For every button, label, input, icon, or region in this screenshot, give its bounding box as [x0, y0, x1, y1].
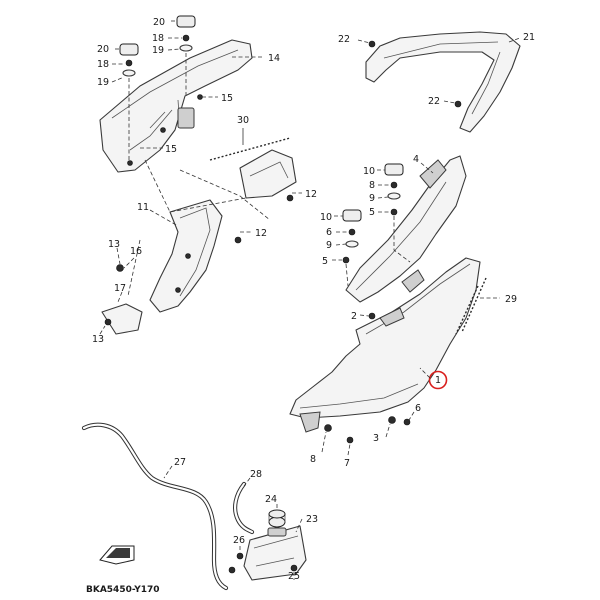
leader-9a — [377, 196, 389, 199]
fastener-26 — [236, 552, 244, 560]
callout-10: 10 — [363, 166, 375, 177]
callout-16: 16 — [130, 246, 142, 257]
callout-18: 18 — [152, 33, 164, 44]
leader-1 — [419, 367, 431, 379]
fastener-group-center — [342, 163, 404, 264]
callout-9-b: 9 — [326, 240, 332, 251]
callout-14: 14 — [268, 53, 280, 64]
part-30-wire-harness — [209, 128, 291, 161]
callout-18-b: 18 — [97, 59, 109, 70]
callout-1: 1 — [435, 375, 441, 386]
part-4-inner-cover — [345, 155, 467, 303]
part-1-side-cover — [289, 257, 481, 433]
leader-19b — [111, 76, 125, 83]
callout-2: 2 — [351, 311, 357, 322]
part-27-hose — [81, 422, 229, 591]
highlight-ring-part-1 — [428, 370, 448, 390]
leader-3 — [385, 423, 391, 438]
leader-stack-a — [393, 216, 411, 263]
leader-19a — [167, 48, 181, 51]
part-23-reservoir-tank — [243, 525, 307, 581]
leader-13b — [99, 325, 106, 335]
callout-17: 17 — [114, 283, 126, 294]
fastener-tank-left — [228, 566, 236, 574]
part-11-side-bracket — [149, 149, 297, 313]
callout-22: 22 — [338, 34, 350, 45]
callout-25: 25 — [288, 571, 300, 582]
callout-19: 19 — [152, 45, 164, 56]
callout-13-b: 13 — [92, 334, 104, 345]
callout-6: 6 — [415, 403, 421, 414]
callout-8-b: 8 — [310, 454, 316, 465]
leader-13a — [116, 247, 121, 265]
callout-22-b: 22 — [428, 96, 440, 107]
part-28-hose — [233, 481, 255, 535]
leader-8 — [321, 431, 327, 453]
callout-28: 28 — [250, 469, 262, 480]
callout-21: 21 — [523, 32, 535, 43]
callout-7: 7 — [344, 458, 350, 469]
callout-labels: 20 18 19 20 18 19 14 15 15 30 12 12 11 1… — [86, 17, 535, 595]
leader-22a — [357, 39, 371, 44]
leader-7 — [347, 443, 351, 456]
leader-2 — [359, 314, 370, 317]
part-29-trim-strip — [455, 277, 487, 335]
part-14-rear-frame — [99, 39, 253, 173]
callout-10-b: 10 — [320, 212, 332, 223]
drawing-code: BKA5450-Y170 — [86, 585, 160, 595]
callout-5: 5 — [369, 207, 375, 218]
fastener-group-left — [101, 194, 294, 335]
callout-9: 9 — [369, 193, 375, 204]
callout-11: 11 — [137, 202, 149, 213]
callout-5-b: 5 — [322, 256, 328, 267]
callout-23: 23 — [306, 514, 318, 525]
callout-30: 30 — [237, 115, 249, 126]
callout-8: 8 — [369, 180, 375, 191]
callout-3: 3 — [373, 433, 379, 444]
assembly-line-b — [127, 239, 141, 297]
leader-6 — [408, 411, 415, 421]
leader-4 — [420, 162, 434, 174]
fastener-25 — [290, 564, 298, 572]
callout-26: 26 — [233, 535, 245, 546]
leader-27 — [163, 465, 173, 479]
callout-27: 27 — [174, 457, 186, 468]
callout-6-b: 6 — [326, 227, 332, 238]
callout-24: 24 — [265, 494, 277, 505]
fastener-group-upper-left — [119, 15, 203, 166]
callout-15: 15 — [221, 93, 233, 104]
assembly-line-a — [179, 169, 271, 221]
callout-4: 4 — [413, 154, 419, 165]
front-direction-icon — [99, 545, 135, 565]
callout-12: 12 — [305, 189, 317, 200]
leader-16 — [123, 257, 135, 269]
callout-29: 29 — [505, 294, 517, 305]
leader-11 — [149, 209, 179, 227]
part-21-grab-bar — [365, 31, 521, 133]
callout-20-b: 20 — [97, 44, 109, 55]
callout-12-b: 12 — [255, 228, 267, 239]
leader-17 — [117, 291, 123, 303]
callout-15-b: 15 — [165, 144, 177, 155]
leader-23 — [295, 518, 303, 533]
leader-22b — [443, 100, 456, 104]
leader-28 — [243, 477, 251, 487]
leader-9b — [335, 243, 347, 246]
fastener-group-lower — [324, 312, 411, 444]
leader-21 — [508, 37, 521, 43]
callout-19-b: 19 — [97, 77, 109, 88]
callout-20: 20 — [153, 17, 165, 28]
leader-stack-b — [345, 263, 349, 287]
callout-13: 13 — [108, 239, 120, 250]
part-24-tank-cap — [268, 509, 286, 528]
